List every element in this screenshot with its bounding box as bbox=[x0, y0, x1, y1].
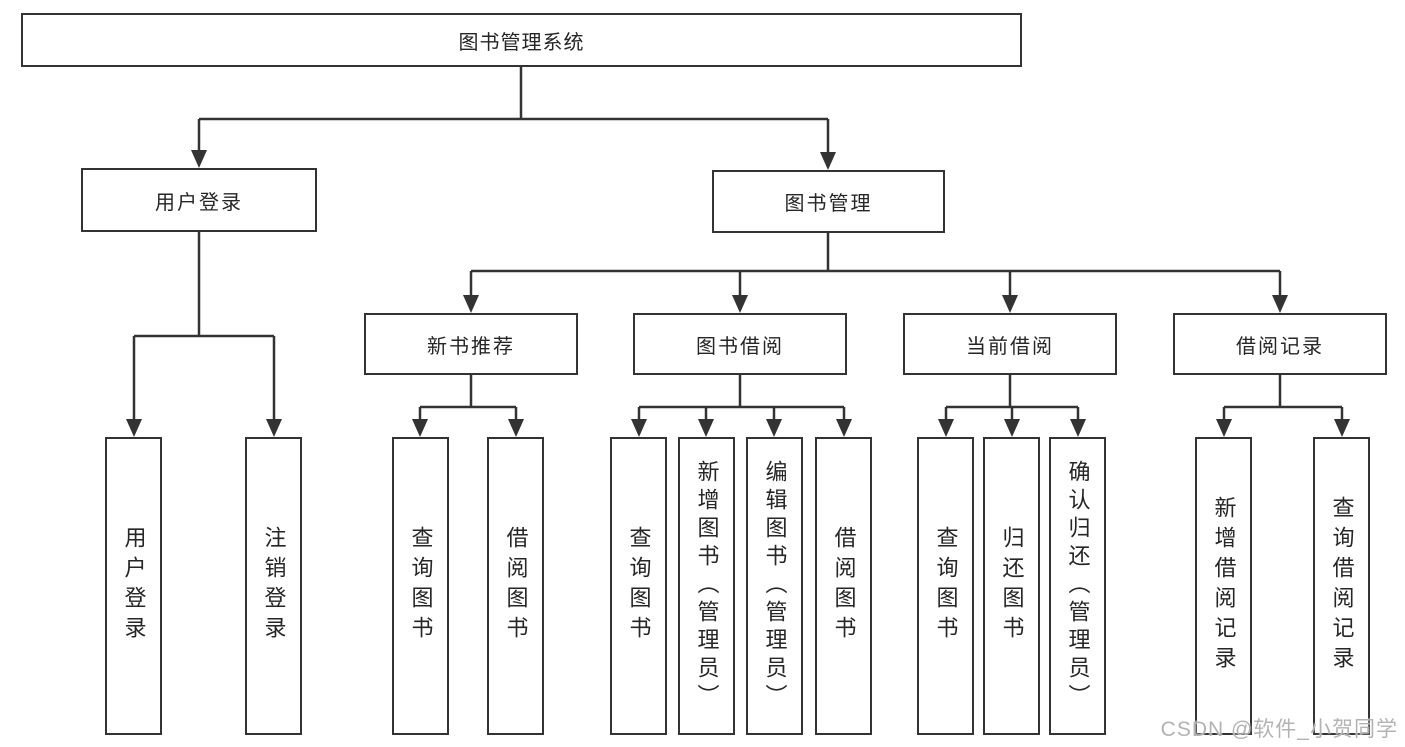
leaf-label: 查询图书 bbox=[408, 526, 434, 646]
leaf-query-books-borrow: 查询图书 bbox=[610, 437, 667, 735]
leaf-label: 查询借阅记录 bbox=[1329, 496, 1355, 676]
node-root-system: 图书管理系统 bbox=[21, 13, 1022, 67]
leaf-query-books-current: 查询图书 bbox=[917, 437, 974, 735]
connector-strokes bbox=[132, 67, 1344, 423]
leaf-label: 用户登录 bbox=[121, 526, 147, 646]
leaf-label: 归还图书 bbox=[999, 526, 1025, 646]
node-new-book-recommend: 新书推荐 bbox=[364, 313, 578, 375]
node-label: 用户登录 bbox=[155, 191, 243, 214]
node-book-borrow: 图书借阅 bbox=[633, 313, 847, 375]
leaf-label: 注销登录 bbox=[261, 526, 287, 646]
node-user-login: 用户登录 bbox=[81, 168, 317, 232]
leaf-label: 借阅图书 bbox=[831, 526, 857, 646]
leaf-edit-books-admin: 编辑图书（管理员） bbox=[746, 437, 803, 735]
node-label: 图书借阅 bbox=[696, 335, 784, 358]
node-label: 图书管理 bbox=[784, 193, 873, 215]
leaf-label: 新增图书（管理员） bbox=[694, 460, 720, 712]
leaf-label: 查询图书 bbox=[626, 526, 652, 646]
leaf-logout: 注销登录 bbox=[245, 437, 302, 735]
leaf-label: 借阅图书 bbox=[503, 526, 529, 646]
leaf-user-login: 用户登录 bbox=[105, 437, 162, 735]
leaf-borrow-books-recommend: 借阅图书 bbox=[487, 437, 544, 735]
leaf-add-books-admin: 新增图书（管理员） bbox=[678, 437, 735, 735]
csdn-watermark: CSDN @软件_小贺同学 bbox=[1160, 718, 1398, 741]
arrowheads bbox=[126, 150, 1350, 437]
node-current-borrow: 当前借阅 bbox=[903, 313, 1117, 375]
leaf-return-books: 归还图书 bbox=[983, 437, 1040, 735]
node-root-label: 图书管理系统 bbox=[458, 31, 585, 54]
node-label: 当前借阅 bbox=[966, 335, 1054, 358]
leaf-confirm-return-admin: 确认归还（管理员） bbox=[1049, 437, 1106, 735]
leaf-label: 新增借阅记录 bbox=[1211, 496, 1237, 676]
node-borrow-records: 借阅记录 bbox=[1173, 313, 1387, 375]
node-book-management: 图书管理 bbox=[712, 170, 945, 233]
leaf-borrow-books: 借阅图书 bbox=[815, 437, 872, 735]
leaf-query-borrow-record: 查询借阅记录 bbox=[1313, 437, 1370, 735]
leaf-label: 查询图书 bbox=[933, 526, 959, 646]
leaf-label: 确认归还（管理员） bbox=[1065, 460, 1091, 712]
node-label: 新书推荐 bbox=[427, 335, 515, 358]
node-label: 借阅记录 bbox=[1236, 335, 1324, 358]
leaf-label: 编辑图书（管理员） bbox=[762, 460, 788, 712]
leaf-query-books-recommend: 查询图书 bbox=[392, 437, 449, 735]
leaf-add-borrow-record: 新增借阅记录 bbox=[1195, 437, 1252, 735]
